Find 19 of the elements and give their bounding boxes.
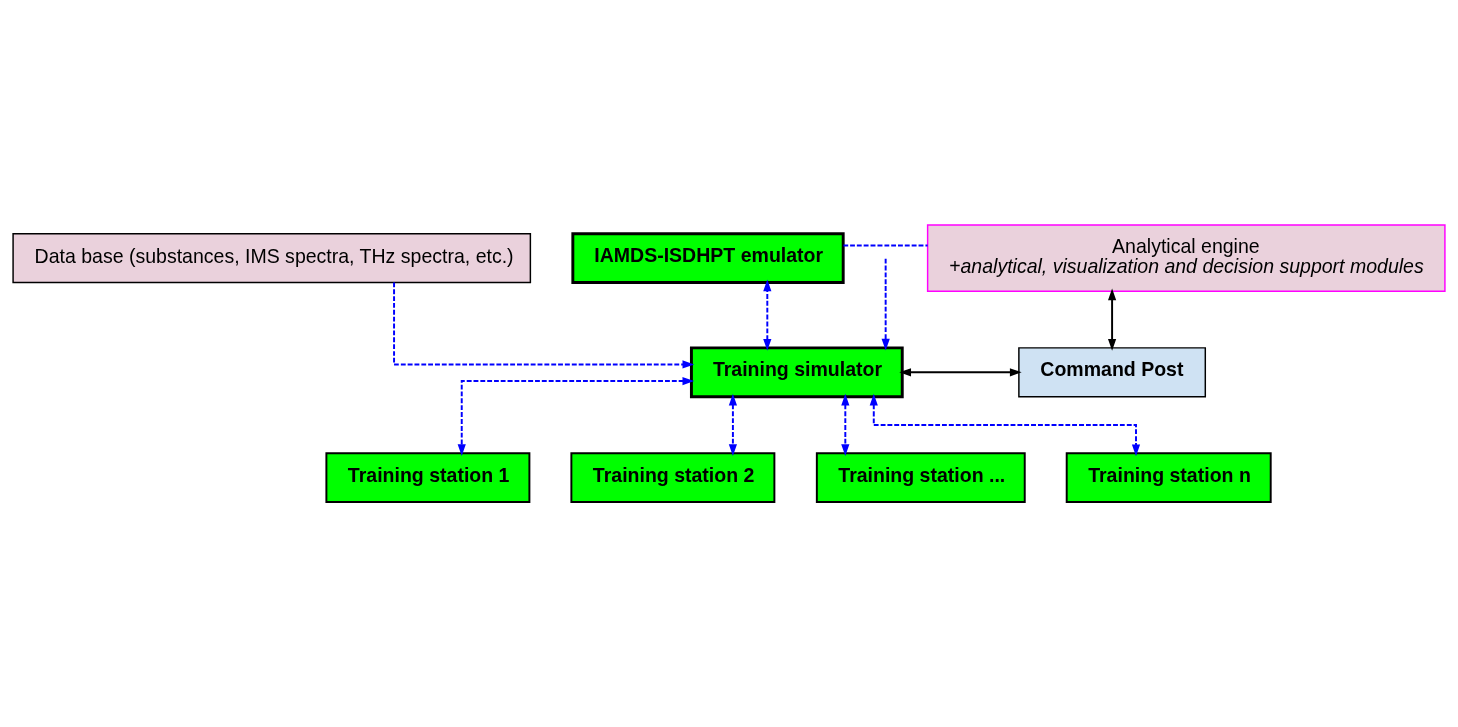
- connector: [842, 244, 929, 247]
- arrow: [869, 393, 1141, 457]
- node-box: Training station 2: [570, 452, 776, 504]
- node-box: Analytical engine +analytical, visualization and decision support modules: [926, 224, 1446, 292]
- node-box: Data base (substances, IMS spectra, THz spectra, etc.): [12, 232, 532, 284]
- arrow: [393, 281, 695, 369]
- arrow: [763, 279, 772, 351]
- node-box: IAMDS-ISDHPT emulator: [571, 232, 845, 284]
- node-box: Training station 1: [325, 452, 531, 504]
- arrow: [1108, 288, 1117, 351]
- arrow: [728, 393, 737, 456]
- node-box: Training station ...: [815, 452, 1026, 504]
- arrow: [899, 368, 1022, 377]
- node-box: Training station n: [1065, 452, 1272, 504]
- arrow: [457, 376, 695, 456]
- node-box: Training simulator: [689, 346, 904, 399]
- node-box: Command Post: [1018, 347, 1207, 398]
- arrow: [881, 257, 890, 351]
- arrow: [841, 393, 850, 456]
